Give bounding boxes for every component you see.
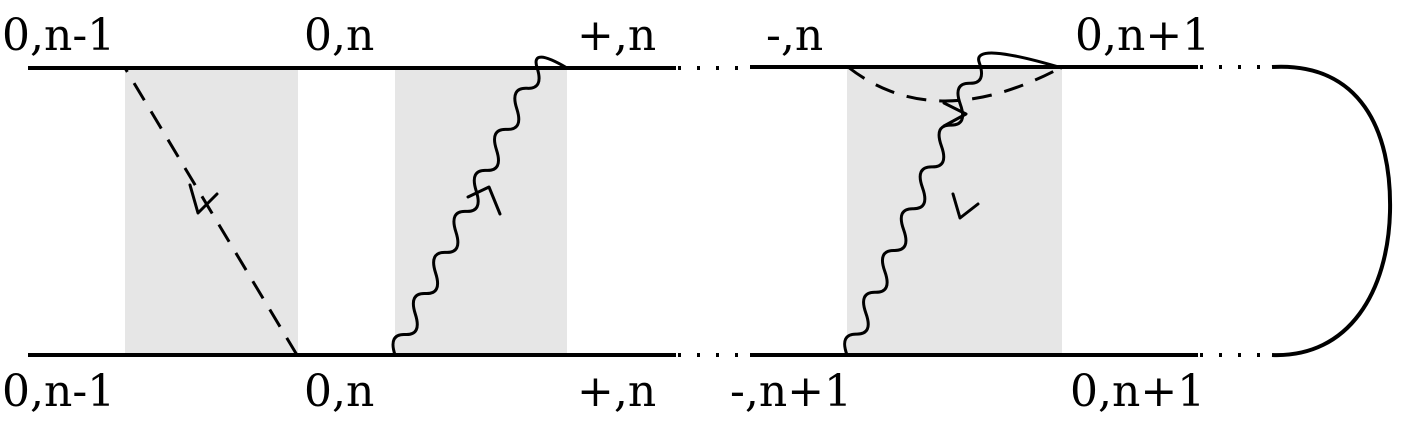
bottom-label-2: 0,n [304,366,374,417]
top-label-3: +,n [577,10,656,61]
bottom-label-5: 0,n+1 [1070,366,1205,417]
top-label-5: 0,n+1 [1075,10,1210,61]
shaded-region-3 [847,68,1062,355]
top-label-4: -,n [766,10,823,61]
top-label-2: 0,n [304,10,374,61]
dashed-propagator-1 [123,67,299,356]
bottom-label-1: 0,n-1 [2,366,115,417]
bottom-label-4: -,n+1 [730,366,852,417]
top-label-1: 0,n-1 [2,10,115,61]
arrow-up-icon [188,183,219,215]
bottom-label-3: +,n [577,366,656,417]
contour-closing-arc [1271,64,1393,358]
arrow-down-icon [951,192,980,220]
arrow-right-icon [942,101,968,128]
wavy-propagator-2 [843,51,1063,356]
shaded-region-2 [395,68,567,355]
wavy-propagator-1 [391,55,568,356]
arrow-up-icon [466,185,502,216]
dashed-propagator-2 [847,65,1063,103]
